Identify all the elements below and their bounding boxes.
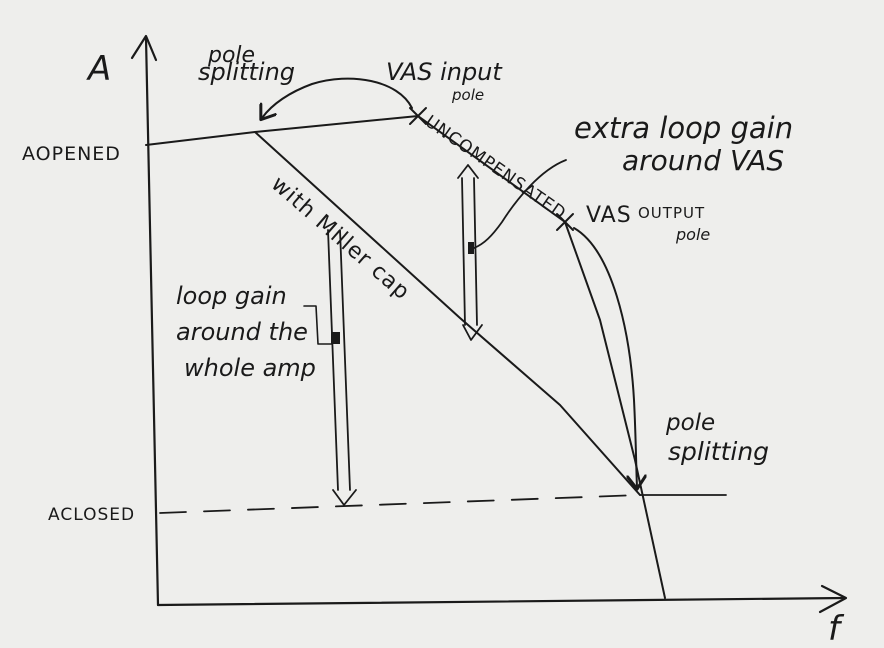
y-axis-label: A [86,49,111,89]
a-opened-label: AOPENED [22,143,121,165]
whole-amp-loop-gain-arrow [327,229,357,506]
pole-splitting-right-arrow [573,227,637,487]
compensated-curve [254,131,641,496]
pole-splitting-right-label-2: splitting [668,437,769,466]
uncompensated-label: UNCOMPENSATED [421,112,570,224]
whole-amp-bracket [303,305,333,345]
a-closed-label: ACLOSED [48,505,135,525]
x-axis-label: f [828,609,845,648]
pole-splitting-top-label-2: splitting [198,58,295,86]
a-closed-dashed-line [159,494,641,514]
loop-gain-label-1: loop gain [176,282,287,310]
extra-loop-gain-mark [468,242,474,254]
output-pole-label-2: pole [675,225,710,244]
extra-loop-gain-label-2: around VAS [622,144,784,177]
loop-gain-label-2: around the [176,318,308,346]
loop-gain-label-3: whole amp [184,354,316,382]
vas-loop-gain-arrow [457,164,483,341]
pole-splitting-top-label-1: pole [207,43,255,68]
vas-label: VAS [586,203,632,228]
vas-input-pole-label-2: pole [451,86,484,104]
whole-amp-mark [331,332,340,344]
pole-splitting-top-arrow [262,77,413,118]
vas-output-pole-marker [556,213,574,231]
uncompensated-curve [417,115,666,599]
y-axis [130,34,160,607]
pole-splitting-right-label-1: pole [665,410,715,436]
vas-input-pole-marker [409,107,427,125]
with-miller-cap-label: with Miller cap [266,172,415,306]
output-pole-label-1: OUTPUT [638,204,705,222]
extra-loop-gain-leader [473,159,567,249]
x-axis [156,584,848,614]
open-loop-plateau [145,115,419,146]
extra-loop-gain-label-1: extra loop gain [574,111,793,145]
vas-input-pole-label-1: VAS input [386,58,503,86]
